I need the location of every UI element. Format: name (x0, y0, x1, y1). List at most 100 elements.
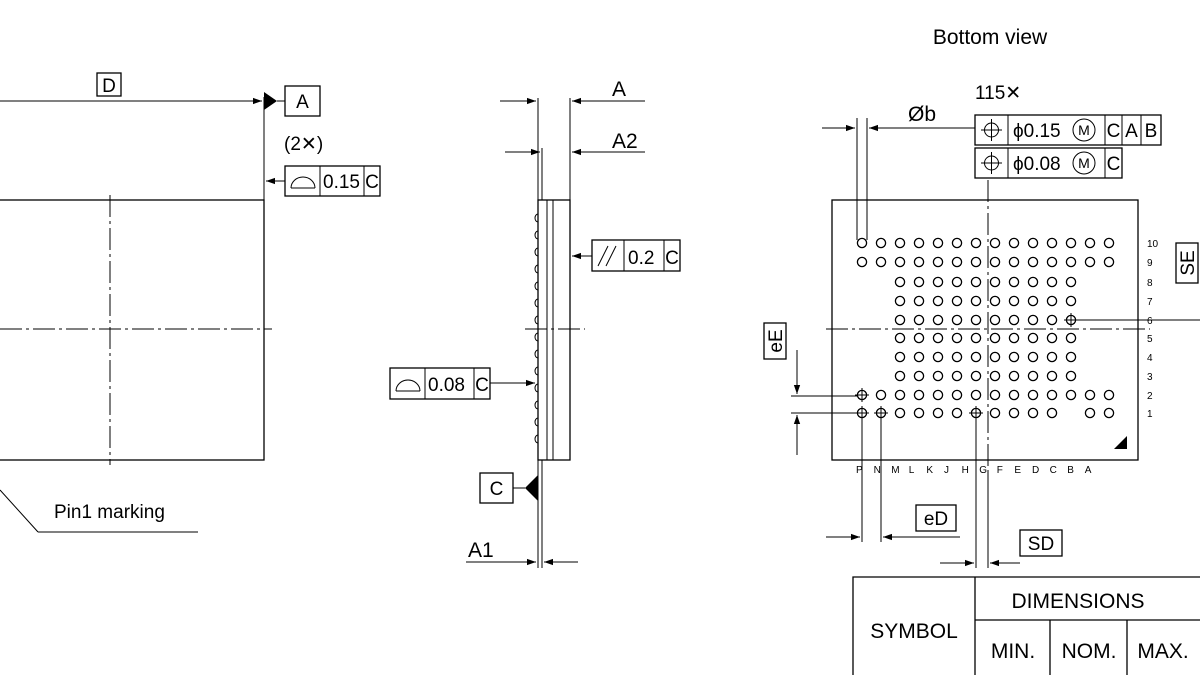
row-label: 10 (1147, 239, 1159, 250)
count-2x: (2✕) (284, 134, 323, 155)
solder-ball (1046, 295, 1058, 307)
ball-array (855, 237, 1115, 420)
solder-ball (989, 407, 1001, 419)
column-label: H (962, 465, 969, 476)
solder-ball (989, 276, 1001, 288)
solder-ball (932, 389, 944, 401)
solder-ball (932, 276, 944, 288)
flatness-datum: C (365, 172, 379, 193)
ball-count: 115✕ (975, 83, 1021, 104)
side-ball-bump (534, 400, 539, 410)
solder-ball (970, 351, 982, 363)
parallelism-value: 0.2 (628, 248, 654, 269)
solder-ball (1008, 351, 1020, 363)
solder-ball (970, 370, 982, 382)
solder-ball (894, 407, 906, 419)
column-label: G (979, 465, 987, 476)
datum-1-3: B (1145, 121, 1158, 142)
label-A1: A1 (468, 539, 494, 562)
label-SD-box (1019, 529, 1063, 557)
solder-ball (1027, 256, 1039, 268)
label-SE-box (1175, 242, 1199, 284)
solder-ball (1008, 237, 1020, 249)
column-label: P (856, 465, 863, 476)
solder-ball (1008, 407, 1020, 419)
solder-ball (1103, 237, 1115, 249)
solder-ball (951, 332, 963, 344)
datum-C-label: C (490, 479, 504, 500)
solder-ball (1027, 295, 1039, 307)
solder-ball (989, 314, 1001, 326)
bottom-view-title: Bottom view (933, 26, 1048, 49)
solder-ball (951, 314, 963, 326)
column-label: M (891, 465, 899, 476)
position-frame-1 (974, 114, 1162, 146)
solder-ball (1084, 389, 1096, 401)
column-label: E (1014, 465, 1021, 476)
side-balls (534, 213, 539, 444)
solder-ball (932, 256, 944, 268)
label-A: A (612, 78, 626, 101)
label-eE-box (763, 322, 787, 360)
profile-value: 0.08 (428, 375, 465, 396)
column-label: N (874, 465, 881, 476)
solder-ball (1008, 256, 1020, 268)
solder-ball (989, 351, 1001, 363)
row-label: 7 (1147, 297, 1153, 308)
datum-2-1: C (1107, 154, 1121, 175)
column-label: F (997, 465, 1003, 476)
solder-ball (989, 256, 1001, 268)
solder-ball (951, 256, 963, 268)
mmc-circle-2 (1072, 151, 1096, 175)
solder-ball (1046, 237, 1058, 249)
package-body-side (537, 199, 571, 461)
solder-ball (1065, 256, 1077, 268)
solder-ball (970, 332, 982, 344)
solder-ball (1046, 389, 1058, 401)
table-nom-header: NOM. (1062, 640, 1117, 663)
row-label: 6 (1147, 316, 1153, 327)
solder-ball (1046, 332, 1058, 344)
profile-surface-icon (290, 176, 316, 189)
solder-ball (1027, 407, 1039, 419)
parallelism-datum: C (665, 248, 679, 269)
solder-ball (913, 370, 925, 382)
position-value-2: ϕ0.08 (1013, 154, 1061, 175)
pin1-label: Pin1 marking (54, 502, 165, 523)
solder-ball (970, 256, 982, 268)
solder-ball (1046, 370, 1058, 382)
row-label: 3 (1147, 372, 1153, 383)
flatness-value: 0.15 (323, 172, 360, 193)
row-label: 8 (1147, 278, 1153, 289)
profile-datum: C (475, 375, 489, 396)
solder-ball (1065, 276, 1077, 288)
column-label: A (1085, 465, 1092, 476)
column-label: C (1050, 465, 1057, 476)
label-eD: eD (924, 509, 948, 530)
solder-ball (913, 389, 925, 401)
solder-ball (894, 389, 906, 401)
solder-ball (856, 237, 868, 249)
solder-ball (970, 276, 982, 288)
pin1-corner-marker (1114, 436, 1127, 449)
solder-ball (1065, 389, 1077, 401)
solder-ball (1046, 256, 1058, 268)
side-ball-bump (534, 383, 539, 393)
position-icon (981, 119, 1002, 141)
solder-ball (1008, 314, 1020, 326)
solder-ball (913, 276, 925, 288)
solder-ball (894, 314, 906, 326)
solder-ball (913, 237, 925, 249)
pin1-leader (0, 489, 39, 533)
datum-A-label: A (296, 92, 309, 113)
solder-ball (1065, 351, 1077, 363)
solder-ball (989, 295, 1001, 307)
solder-ball (1008, 389, 1020, 401)
side-view: A A2 0.2 C 0.08 C C A1 (389, 78, 681, 568)
solder-ball (951, 407, 963, 419)
solder-ball (970, 389, 982, 401)
side-ball-bump (534, 417, 539, 427)
solder-ball (932, 237, 944, 249)
table-dimensions-header: DIMENSIONS (1011, 590, 1144, 613)
